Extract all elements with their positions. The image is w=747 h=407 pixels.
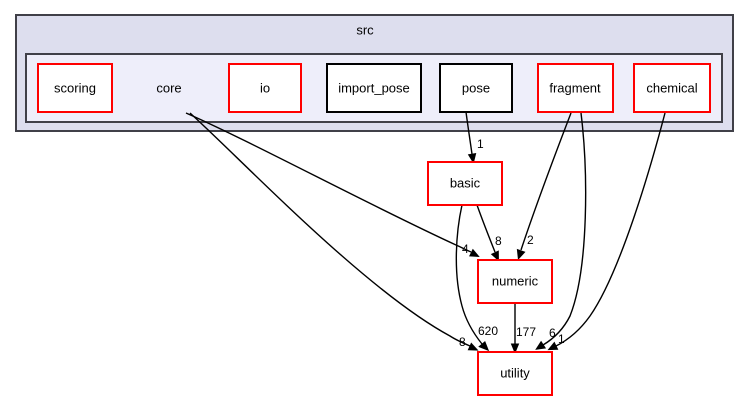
node-chemical[interactable]: chemical	[633, 63, 711, 113]
edge-core-numeric: 4	[185, 112, 480, 257]
edge-fragment-utility: 6	[535, 112, 587, 350]
edge-fragment-numeric: 2	[516, 112, 572, 261]
edge-fragment-numeric-arrowhead	[516, 248, 526, 261]
edge-core-numeric-path	[185, 112, 472, 253]
edge-chemical-utility-path	[555, 112, 666, 347]
node-scoring[interactable]: scoring	[37, 63, 113, 113]
node-import-pose-label: import_pose	[338, 80, 410, 95]
node-scoring-box[interactable]	[37, 63, 113, 113]
edge-basic-numeric-label: 8	[495, 234, 502, 248]
edge-core-numeric-label: 4	[462, 242, 469, 256]
edge-core-numeric-arrowhead	[469, 248, 480, 257]
edge-pose-basic-arrowhead	[467, 152, 477, 164]
node-pose[interactable]: pose	[439, 63, 513, 113]
node-basic-label: basic	[450, 175, 481, 190]
node-utility-label: utility	[500, 365, 530, 380]
edge-basic-utility-label: 620	[478, 324, 498, 338]
node-basic-box[interactable]	[427, 161, 503, 206]
node-numeric[interactable]: numeric	[477, 259, 553, 304]
edge-numeric-utility-label: 177	[516, 325, 536, 339]
node-pose-label: pose	[462, 80, 490, 95]
node-fragment-label: fragment	[549, 80, 601, 95]
edge-core-utility-arrowhead	[467, 342, 479, 351]
node-import-pose[interactable]: import_pose	[326, 63, 422, 113]
node-import-pose-box[interactable]	[326, 63, 422, 113]
edge-chemical-utility-label: 1	[558, 332, 565, 346]
edge-numeric-utility-arrowhead	[510, 343, 520, 354]
edge-basic-numeric-path	[476, 204, 496, 253]
node-numeric-box[interactable]	[477, 259, 553, 304]
edge-fragment-numeric-path	[520, 112, 572, 251]
node-io-label: io	[260, 80, 270, 95]
edge-core-utility: 8	[189, 112, 479, 351]
node-scoring-label: scoring	[54, 80, 96, 95]
edge-core-utility-label: 8	[459, 335, 466, 349]
node-chemical-label: chemical	[646, 80, 697, 95]
edge-fragment-utility-label: 6	[549, 326, 556, 340]
edge-basic-utility: 620	[455, 204, 498, 352]
node-fragment[interactable]: fragment	[537, 63, 614, 113]
edge-pose-basic-label: 1	[477, 137, 484, 151]
edge-basic-numeric: 8	[476, 204, 502, 262]
node-numeric-label: numeric	[492, 273, 539, 288]
edge-pose-basic-path	[465, 111, 473, 155]
node-pose-box[interactable]	[439, 63, 513, 113]
edge-fragment-utility-arrowhead	[535, 340, 547, 350]
cluster-src-title: src	[356, 22, 374, 37]
edge-fragment-utility-path	[542, 112, 587, 346]
node-utility[interactable]: utility	[477, 351, 553, 396]
node-io[interactable]: io	[228, 63, 302, 113]
edge-numeric-utility: 177	[510, 303, 536, 354]
node-basic[interactable]: basic	[427, 161, 503, 206]
edge-chemical-utility-arrowhead	[547, 341, 559, 351]
edge-basic-numeric-arrowhead	[490, 250, 499, 262]
node-io-box[interactable]	[228, 63, 302, 113]
edge-fragment-numeric-label: 2	[527, 233, 534, 247]
edge-basic-utility-path	[455, 204, 483, 345]
node-core-label[interactable]: core	[156, 80, 181, 95]
edge-core-utility-path	[189, 112, 471, 347]
node-chemical-box[interactable]	[633, 63, 711, 113]
edge-chemical-utility: 1	[547, 112, 666, 351]
node-fragment-box[interactable]	[537, 63, 614, 113]
node-utility-box[interactable]	[477, 351, 553, 396]
edge-basic-utility-arrowhead	[478, 340, 490, 352]
edge-pose-basic: 1	[465, 111, 484, 164]
